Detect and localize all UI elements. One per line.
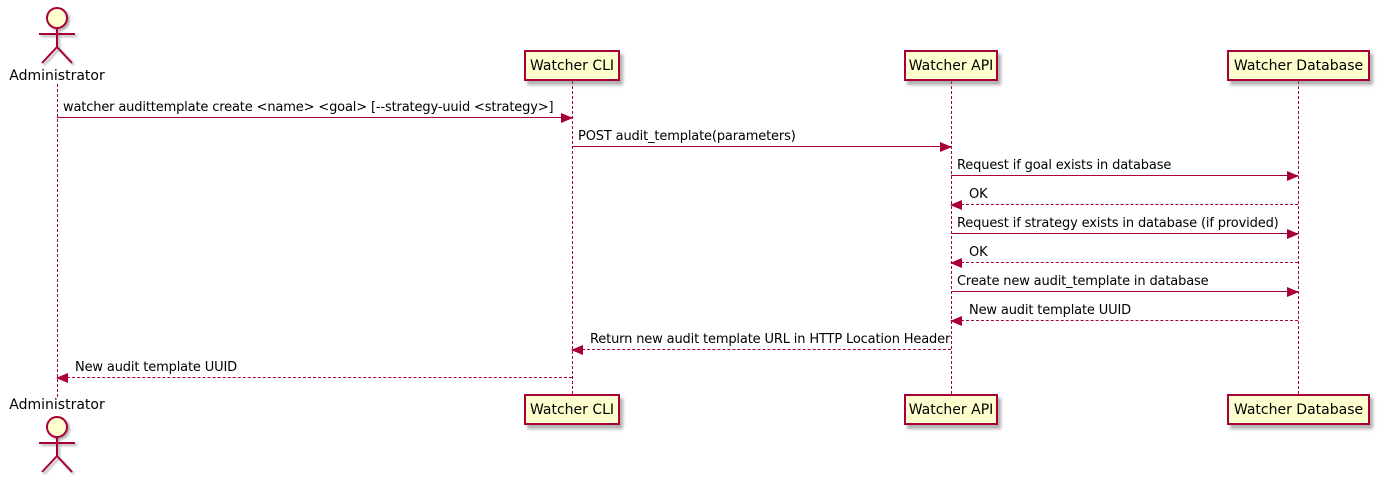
arrowhead-icon [571,345,583,355]
lifeline-administrator [57,84,58,397]
message-label: New audit template UUID [75,360,238,375]
message-line [951,262,1298,263]
message-line [951,175,1298,176]
message-line [951,204,1298,205]
participant-watcher-database-bottom: Watcher Database [1227,394,1370,425]
lifeline-watcher-cli [572,81,573,394]
participant-watcher-api-top: Watcher API [904,50,998,81]
message-label: watcher audittemplate create <name> <goa… [63,100,554,115]
message-ok-strategy: OK [950,245,1298,268]
message-line [572,146,951,147]
arrowhead-icon [950,316,962,326]
arrowhead-icon [1287,287,1299,297]
message-line [57,117,572,118]
arrowhead-icon [1287,229,1299,239]
message-post-audit-template: POST audit_template(parameters) [572,129,952,152]
message-label: Request if strategy exists in database (… [957,216,1279,231]
message-line [572,349,951,350]
message-label: Return new audit template URL in HTTP Lo… [590,332,951,347]
arrowhead-icon [940,142,952,152]
lifeline-watcher-api [951,81,952,394]
message-return-url-location-header: Return new audit template URL in HTTP Lo… [571,332,951,355]
arrowhead-icon [950,200,962,210]
message-line [951,320,1298,321]
actor-label-bottom: Administrator [9,397,105,413]
message-label: OK [969,245,988,260]
actor-label-top: Administrator [9,68,105,84]
arrowhead-icon [1287,171,1299,181]
arrowhead-icon [56,373,68,383]
message-create-audittemplate: watcher audittemplate create <name> <goa… [57,100,573,123]
message-create-audit-template-db: Create new audit_template in database [951,274,1299,297]
message-request-goal-exists: Request if goal exists in database [951,158,1299,181]
message-new-uuid-to-admin: New audit template UUID [56,360,572,383]
arrowhead-icon [561,113,573,123]
message-new-uuid-from-db: New audit template UUID [950,303,1298,326]
message-label: POST audit_template(parameters) [578,129,796,144]
participant-watcher-cli-bottom: Watcher CLI [524,394,620,425]
message-label: Create new audit_template in database [957,274,1209,289]
participant-watcher-database-top: Watcher Database [1227,50,1370,81]
message-request-strategy-exists: Request if strategy exists in database (… [951,216,1299,239]
message-line [951,291,1298,292]
message-label: Request if goal exists in database [957,158,1172,173]
actor-stick-figure-icon [39,416,75,473]
message-line [57,377,572,378]
message-line [951,233,1298,234]
actor-stick-figure-icon [39,7,75,64]
participant-watcher-cli-top: Watcher CLI [524,50,620,81]
participant-watcher-api-bottom: Watcher API [904,394,998,425]
message-label: OK [969,187,988,202]
message-ok-goal: OK [950,187,1298,210]
arrowhead-icon [950,258,962,268]
message-label: New audit template UUID [969,303,1132,318]
